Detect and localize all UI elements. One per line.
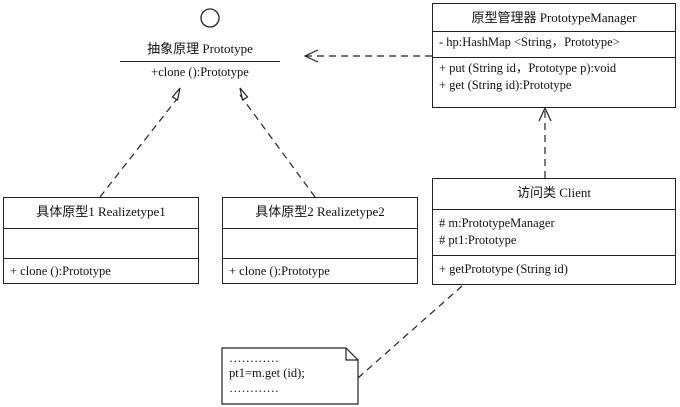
note-text: ………… pt1=m.get (id); ………… [229,351,305,396]
concrete2-attributes [223,228,417,258]
note-line-3: ………… [229,381,279,395]
client-attribute-pt1: # pt1:Prototype [439,233,517,247]
client-attributes: # m:PrototypeManager # pt1:Prototype [433,209,675,255]
interface-operation: +clone ():Prototype [151,65,249,79]
dependency-arrowhead-manager-prototype [303,49,319,63]
manager-class-box: 原型管理器 PrototypeManager - hp:HashMap <Str… [432,3,676,108]
client-operation: + getPrototype (String id) [439,262,568,276]
manager-title: 原型管理器 PrototypeManager [471,10,637,25]
concrete2-title: 具体原型2 Realizetype2 [255,204,385,219]
concrete1-attributes [4,228,198,258]
interface-lollipop-icon [200,8,220,28]
concrete1-operation: + clone ():Prototype [10,264,111,278]
note-anchor-line [357,285,463,379]
note-line-1: ………… [229,351,279,365]
concrete1-title: 具体原型1 Realizetype1 [36,204,166,219]
manager-operation-get: + get (String id):Prototype [439,78,572,92]
realization-arrowhead-concrete1 [171,87,181,101]
realization-line-concrete2 [239,94,316,198]
client-class-box: 访问类 Client # m:PrototypeManager # pt1:Pr… [432,178,676,285]
realization-line-concrete1 [99,94,181,198]
dependency-arrowhead-client-manager [538,106,552,122]
manager-attributes: - hp:HashMap <String，Prototype> [433,31,675,57]
client-title: 访问类 Client [516,185,592,200]
note-fold [345,348,358,361]
concrete1-operations: + clone ():Prototype [4,258,198,282]
interface-title: 抽象原理 Prototype [147,41,253,56]
concrete2-class-box: 具体原型2 Realizetype2 + clone ():Prototype [222,197,418,284]
concrete2-operation: + clone ():Prototype [229,264,330,278]
concrete2-operations: + clone ():Prototype [223,258,417,282]
manager-operations: + put (String id，Prototype p):void + get… [433,57,675,96]
client-operations: + getPrototype (String id) [433,255,675,280]
manager-attribute: - hp:HashMap <String，Prototype> [439,35,620,49]
manager-operation-put: + put (String id，Prototype p):void [439,61,617,75]
realization-arrowhead-concrete2 [239,87,249,101]
interface-divider [120,61,280,62]
note-line-2: pt1=m.get (id); [229,366,305,380]
client-attribute-m: # m:PrototypeManager [439,216,555,230]
note-outline [221,347,359,405]
concrete1-class-box: 具体原型1 Realizetype1 + clone ():Prototype [3,197,199,284]
